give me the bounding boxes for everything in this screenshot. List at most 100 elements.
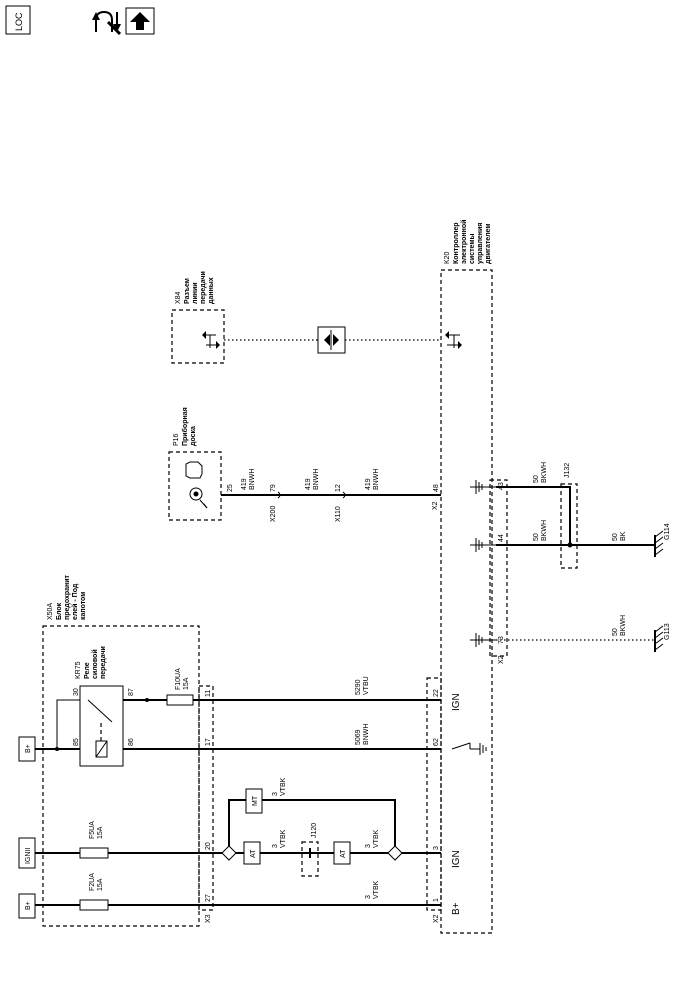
pin-k20-3: 3 (433, 846, 440, 850)
circuit-label-c13: 50 BK (612, 531, 627, 541)
ground-symbol-pin43 (470, 480, 496, 494)
swap-direction-icon[interactable] (92, 10, 122, 36)
svg-text:доска: доска (190, 426, 197, 446)
svg-text:J132: J132 (564, 463, 571, 478)
x84-dlc-box (171, 309, 225, 364)
svg-text:данных: данных (208, 277, 215, 304)
engine-warning-lamp-icon (189, 487, 208, 509)
loc-label: LOC (14, 12, 24, 31)
pin-k20-1: 1 (433, 898, 440, 902)
ground-symbol-pin44 (470, 538, 496, 552)
splice-j120: J120 (301, 823, 319, 877)
svg-text:15A: 15A (183, 677, 190, 690)
connector-x2-data: X2 (432, 501, 439, 510)
svg-text:X50A: X50A (47, 603, 54, 620)
svg-text:419: 419 (241, 478, 248, 490)
wire-relay-30-85 (56, 699, 80, 749)
svg-text:Реле: Реле (84, 662, 91, 679)
relay-kr75: KR75 Реле силовой передачи 30 85 86 87 (73, 646, 135, 767)
svg-text:BKWH: BKWH (541, 520, 548, 541)
pin-p16-25: 25 (227, 484, 234, 492)
svg-text:B+: B+ (25, 901, 32, 910)
svg-text:50: 50 (612, 533, 619, 541)
option-at-2: AT (333, 841, 351, 865)
svg-text:87: 87 (128, 688, 135, 696)
inline-connector-x200 (277, 491, 281, 499)
at-mt-option-diamond-right (387, 845, 403, 861)
svg-text:419: 419 (305, 478, 312, 490)
svg-text:AT: AT (250, 849, 257, 858)
svg-text:50: 50 (612, 628, 619, 636)
k20-ecm-box (440, 269, 493, 934)
circuit-label-c1: 3 VTBK (365, 880, 380, 899)
svg-text:3: 3 (365, 844, 372, 848)
x50a-connector-x3-bar (198, 685, 214, 911)
k20-ground-connector-bar (489, 479, 508, 657)
option-at-1: AT (243, 841, 261, 865)
fuse-f10ua: F10UA 15A (166, 668, 194, 706)
serial-data-icon-dlc (202, 331, 220, 349)
chassis-ground-g113: G113 (654, 623, 671, 652)
svg-text:G114: G114 (664, 523, 671, 540)
p16-label: P16 Приборная доска (173, 407, 197, 446)
svg-text:X84: X84 (175, 291, 182, 304)
svg-text:419: 419 (365, 478, 372, 490)
k20-internal-switch-ground (451, 742, 487, 755)
fuse-f2ua: F2UA 15A (79, 873, 109, 911)
at-mt-option-diamond-left (221, 845, 237, 861)
svg-text:BKWH: BKWH (620, 615, 627, 636)
svg-text:управления: управления (477, 223, 484, 264)
svg-text:VTBK: VTBK (373, 829, 380, 848)
k20-connector-x2-bar (426, 677, 442, 911)
circuit-label-c7: 419 BNWH (241, 469, 256, 490)
svg-text:P16: P16 (173, 433, 180, 446)
k20-bplus-label: B+ (451, 902, 462, 915)
svg-text:5290: 5290 (355, 679, 362, 695)
svg-text:VTBK: VTBK (280, 777, 287, 796)
svg-text:G113: G113 (664, 623, 671, 640)
circuit-label-c6: 5290 VTBU (355, 676, 370, 695)
pin-k20-44: 44 (498, 534, 505, 542)
svg-text:5069: 5069 (355, 729, 362, 745)
arrow-up-icon (130, 12, 150, 30)
svg-text:F5UA: F5UA (89, 821, 96, 839)
svg-text:3: 3 (365, 895, 372, 899)
svg-text:VTBK: VTBK (280, 829, 287, 848)
svg-text:системы: системы (469, 234, 476, 264)
svg-text:3: 3 (272, 844, 279, 848)
svg-text:передачи: передачи (100, 646, 107, 679)
svg-text:KR75: KR75 (75, 661, 82, 679)
bplus-power-source-1: B+ (18, 893, 36, 919)
p16-dash-box (168, 451, 222, 521)
svg-text:15A: 15A (97, 826, 104, 839)
svg-text:BNWH: BNWH (249, 469, 256, 490)
circuit-label-c5: 5069 BNWH (355, 724, 370, 745)
connector-x200: X200 (270, 506, 277, 522)
inline-connector-x110 (342, 491, 346, 499)
bplus-power-source-2: B+ (18, 736, 36, 762)
check-engine-icon (185, 461, 203, 479)
svg-text:предохранит: предохранит (64, 574, 71, 620)
fuse-f5ua: F5UA 15A (79, 821, 109, 859)
circuit-label-c4: 3 VTBK (272, 777, 287, 796)
arrow-up-button[interactable] (125, 7, 155, 35)
svg-text:Контроллер: Контроллер (453, 222, 460, 264)
circuit-label-c11: 50 BKWH (533, 520, 548, 541)
x50a-fuse-block-box (42, 625, 200, 927)
loc-button[interactable]: LOC (5, 5, 31, 35)
svg-text:елей - Под: елей - Под (71, 583, 79, 620)
k20-label: K20 Контроллер электронной системы управ… (444, 220, 492, 264)
svg-text:F10UA: F10UA (175, 668, 182, 690)
ground-symbol-pin73 (470, 633, 496, 647)
x50a-label: X50A Блок предохранит елей - Под капотом (47, 574, 87, 620)
pin-k20-62: 62 (433, 738, 440, 746)
svg-text:силовой: силовой (91, 649, 99, 679)
circuit-label-c12: 50 BKWH (533, 462, 548, 483)
svg-text:F2UA: F2UA (89, 873, 96, 891)
circuit-label-c10: 50 BKWH (612, 615, 627, 636)
svg-text:Блок: Блок (56, 602, 63, 620)
svg-text:B+: B+ (25, 744, 32, 753)
svg-text:BK: BK (620, 531, 627, 541)
svg-text:капотом: капотом (80, 592, 87, 620)
svg-text:передачи: передачи (200, 271, 207, 304)
